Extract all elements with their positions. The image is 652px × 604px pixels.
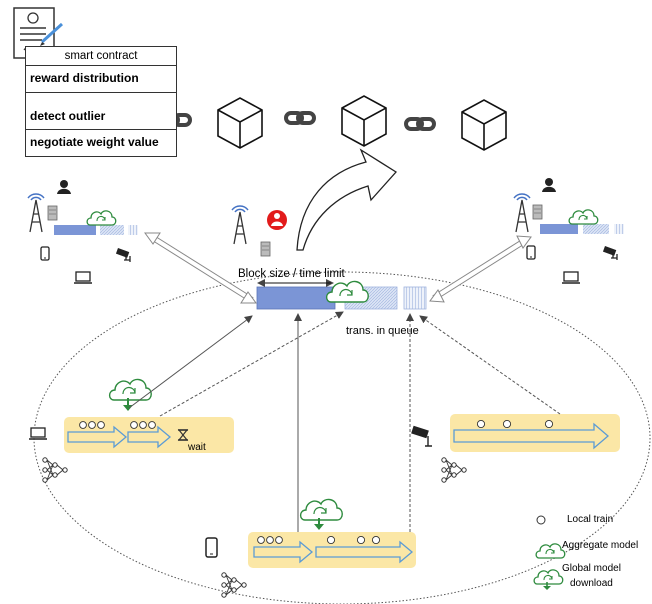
local-train-marker <box>97 421 105 429</box>
server-icon <box>260 241 271 257</box>
miner-icon <box>57 180 71 194</box>
laptop-training-progress-arrow-2 <box>127 425 172 449</box>
local-train-marker <box>356 535 366 545</box>
neural-network-icon <box>42 457 68 483</box>
local-train-marker <box>130 421 138 429</box>
camera-icon <box>115 247 131 263</box>
chain-link-icon <box>404 117 436 131</box>
legend-aggregate-cloud-icon <box>535 543 566 559</box>
smart-contract-row-reward: reward distribution <box>26 66 176 93</box>
camera-icon <box>602 245 618 261</box>
miner-icon <box>542 178 556 192</box>
queue-transactions-bar-small <box>403 286 427 310</box>
laptop-queue-arrow <box>159 311 344 417</box>
block-transactions-bar <box>256 286 336 310</box>
global-model-download-icon <box>108 378 152 411</box>
laptop-training-panel <box>64 417 234 453</box>
phone-training-progress-arrow <box>253 540 314 564</box>
laptop-icon <box>28 427 48 440</box>
legend-local-train-marker <box>536 515 546 525</box>
local-train-marker <box>371 535 381 545</box>
block-size-label: Block size / time limit <box>238 268 345 280</box>
left-cluster-sync-arrow <box>144 232 257 304</box>
base-station-tower-icon <box>231 205 249 245</box>
chain-link-icon <box>284 111 316 125</box>
smart-contract-title: smart contract <box>26 47 176 66</box>
queue-transactions-bar-small <box>128 225 138 235</box>
local-train-marker <box>148 421 156 429</box>
block-transactions-bar <box>540 224 578 234</box>
miner-icon <box>267 210 287 230</box>
local-train-marker <box>257 536 265 544</box>
block-transactions-bar <box>54 225 96 235</box>
laptop-icon <box>73 271 93 284</box>
block-cube-icon <box>461 99 507 151</box>
legend-download-label: download <box>570 578 613 589</box>
local-train-marker <box>544 419 554 429</box>
camera-training-progress-arrow <box>453 422 609 450</box>
hourglass-icon <box>177 429 189 441</box>
phone-icon <box>205 537 218 558</box>
server-icon <box>532 204 543 220</box>
queue-transactions-bar <box>100 225 124 235</box>
queue-transactions-bar-small <box>614 224 624 234</box>
laptop-upload-arrow <box>128 315 253 409</box>
legend-global-download-icon <box>533 569 564 590</box>
aggregate-cloud-icon <box>325 280 369 303</box>
smart-contract-row-outlier: detect outlier <box>26 93 176 130</box>
aggregate-cloud-icon <box>86 210 117 226</box>
phone-training-progress-arrow-2 <box>315 540 414 564</box>
local-train-marker <box>266 536 274 544</box>
block-cube-icon <box>341 95 387 147</box>
global-model-download-icon <box>299 498 343 530</box>
local-train-marker <box>79 421 87 429</box>
queue-transactions-bar <box>583 224 609 234</box>
wait-label: wait <box>188 442 206 453</box>
legend-local-train-label: Local train <box>567 514 614 525</box>
block-cube-icon <box>217 97 263 149</box>
right-cluster-sync-arrow <box>429 235 532 303</box>
base-station-tower-icon <box>27 193 45 233</box>
smart-contract-row-weight: negotiate weight value <box>30 135 159 149</box>
base-station-tower-icon <box>513 193 531 233</box>
laptop-icon <box>561 271 581 284</box>
server-icon <box>47 205 58 221</box>
network-ellipse <box>33 271 651 604</box>
queue-label: trans. in queue <box>346 325 419 337</box>
block-append-arrow <box>296 148 397 251</box>
neural-network-icon <box>221 572 247 598</box>
local-train-marker <box>502 419 512 429</box>
local-train-marker <box>139 421 147 429</box>
neural-network-icon <box>441 457 467 483</box>
aggregate-cloud-icon <box>568 209 599 225</box>
camera-queue-arrow <box>419 315 561 415</box>
legend-global-model-label: Global model <box>562 563 621 574</box>
local-train-marker <box>476 419 486 429</box>
laptop-training-progress-arrow <box>67 425 128 449</box>
camera-icon <box>411 425 432 447</box>
legend-aggregate-model-label: Aggregate model <box>562 540 639 551</box>
local-train-marker <box>275 536 283 544</box>
local-train-marker <box>88 421 96 429</box>
smart-contract-table: smart contract reward distribution detec… <box>25 46 177 157</box>
phone-icon <box>40 246 50 261</box>
local-train-marker <box>326 535 336 545</box>
phone-icon <box>526 245 536 260</box>
